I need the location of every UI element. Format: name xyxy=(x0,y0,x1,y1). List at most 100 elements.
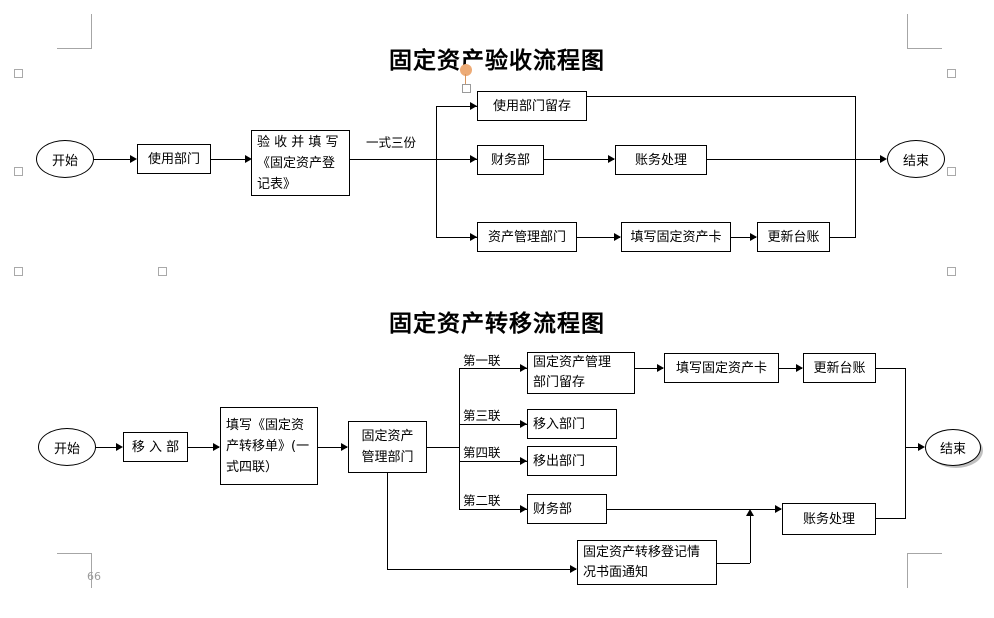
arrow-head xyxy=(520,505,527,513)
connector-line xyxy=(876,518,905,519)
anchor-square-marker xyxy=(158,267,167,276)
node-asset-management-department[interactable]: 资产管理部门 xyxy=(477,222,577,252)
label-copy-one: 第一联 xyxy=(463,353,501,368)
connector-line xyxy=(717,563,750,564)
anchor-square-marker xyxy=(14,167,23,176)
arrow-head xyxy=(520,364,527,372)
connector-line xyxy=(436,237,477,238)
anchor-square-marker xyxy=(947,267,956,276)
node-start[interactable]: 开始 xyxy=(38,428,96,466)
arrow-head xyxy=(614,233,621,241)
connector-line xyxy=(779,368,802,369)
arrow-head xyxy=(608,155,615,163)
node-using-department-retain[interactable]: 使用部门留存 xyxy=(477,91,587,121)
arrow-head xyxy=(245,155,252,163)
anchor-square-marker xyxy=(947,69,956,78)
connector-line xyxy=(350,159,436,160)
connector-line xyxy=(96,447,121,448)
connector-line xyxy=(607,509,781,510)
node-asset-management-department[interactable]: 固定资产 管理部门 xyxy=(348,421,427,473)
node-move-in-dept-short[interactable]: 移 入 部 xyxy=(123,432,188,462)
connector-line xyxy=(427,447,459,448)
anchor-square-marker xyxy=(14,267,23,276)
label-copy-two: 第二联 xyxy=(463,493,501,508)
connector-line xyxy=(855,96,856,238)
connector-line xyxy=(459,461,527,462)
connector-line xyxy=(750,514,751,563)
node-start[interactable]: 开始 xyxy=(36,140,94,178)
arrow-head xyxy=(520,420,527,428)
chart-title-acceptance: 固定资产验收流程图 xyxy=(389,47,605,74)
node-end[interactable]: 结束 xyxy=(925,429,981,466)
connector-line xyxy=(905,368,906,519)
anchor-square-marker xyxy=(947,167,956,176)
arrow-head xyxy=(470,102,477,110)
connector-line xyxy=(544,159,614,160)
connector-line xyxy=(387,569,576,570)
arrow-head xyxy=(470,155,477,163)
arrow-head xyxy=(750,233,757,241)
node-asset-mgmt-retain[interactable]: 固定资产管理 部门留存 xyxy=(527,352,635,394)
arrow-head xyxy=(470,233,477,241)
connector-line xyxy=(318,447,347,448)
node-finance-department[interactable]: 财务部 xyxy=(527,494,607,524)
arrow-head xyxy=(746,509,754,516)
connector-line xyxy=(587,96,855,97)
node-fill-asset-card[interactable]: 填写固定资产卡 xyxy=(664,353,779,383)
arrow-head xyxy=(775,505,782,513)
node-end[interactable]: 结束 xyxy=(887,140,945,178)
corner-mark-top-left xyxy=(57,14,92,49)
node-move-in-department[interactable]: 移入部门 xyxy=(527,409,617,439)
connector-line xyxy=(577,237,620,238)
node-fill-transfer-form[interactable]: 填写《固定资 产转移单》(一 式四联） xyxy=(220,407,318,485)
connector-line xyxy=(905,447,923,448)
node-written-transfer-notice[interactable]: 固定资产转移登记情 况书面通知 xyxy=(577,540,717,585)
connector-line xyxy=(188,447,219,448)
arrow-head xyxy=(570,565,577,573)
node-accounting-processing[interactable]: 账务处理 xyxy=(782,503,876,535)
connector-line xyxy=(211,159,247,160)
connector-line xyxy=(436,106,477,107)
connector-line xyxy=(731,237,756,238)
connector-line xyxy=(94,159,132,160)
connector-line xyxy=(876,368,905,369)
anchor-square-marker xyxy=(14,69,23,78)
connector-line xyxy=(830,237,855,238)
node-update-ledger[interactable]: 更新台账 xyxy=(803,353,876,383)
arrow-head xyxy=(130,155,137,163)
node-accounting-processing[interactable]: 账务处理 xyxy=(615,145,707,175)
connector-line xyxy=(459,509,527,510)
connector-line xyxy=(436,106,437,237)
arrow-head xyxy=(341,443,348,451)
arrow-head xyxy=(796,364,803,372)
page-number: 66 xyxy=(87,570,101,583)
arrow-head xyxy=(213,443,220,451)
node-move-out-department[interactable]: 移出部门 xyxy=(527,446,617,476)
arrow-head xyxy=(657,364,664,372)
arrow-head xyxy=(520,457,527,465)
corner-mark-bottom-right xyxy=(907,553,942,588)
corner-mark-top-right xyxy=(907,14,942,49)
label-three-copies: 一式三份 xyxy=(366,135,417,150)
node-inspect-and-fill-form[interactable]: 验 收 并 填 写 《固定资产登 记表》 xyxy=(251,130,350,196)
node-finance-department[interactable]: 财务部 xyxy=(477,145,544,175)
arrow-head xyxy=(918,443,925,451)
connector-line xyxy=(436,159,477,160)
corner-mark-bottom-left xyxy=(57,553,92,588)
arrow-head xyxy=(880,155,887,163)
connector-line xyxy=(635,368,663,369)
label-copy-three: 第三联 xyxy=(463,408,501,423)
node-update-ledger[interactable]: 更新台账 xyxy=(757,222,830,252)
arrow-head xyxy=(116,443,123,451)
label-copy-four: 第四联 xyxy=(463,445,501,460)
node-fill-asset-card[interactable]: 填写固定资产卡 xyxy=(621,222,731,252)
chart-title-transfer: 固定资产转移流程图 xyxy=(389,310,605,337)
connector-line xyxy=(459,368,527,369)
node-using-department[interactable]: 使用部门 xyxy=(137,144,211,174)
connector-line xyxy=(459,368,460,509)
connector-line xyxy=(459,424,527,425)
text-anchor-icon xyxy=(460,64,474,94)
